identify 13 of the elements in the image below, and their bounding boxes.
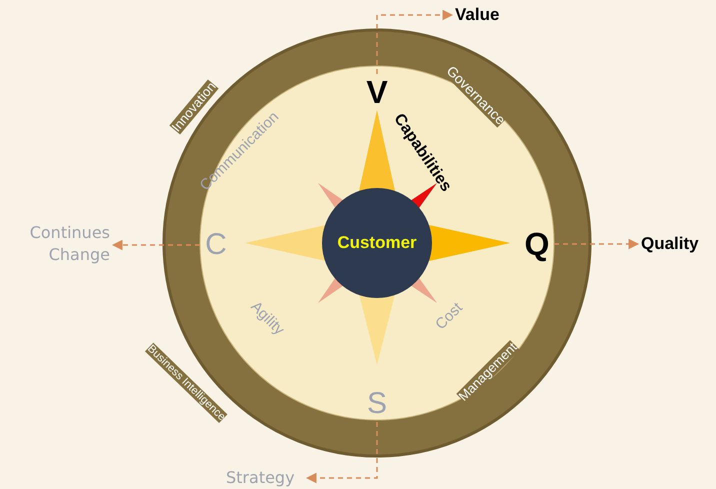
target-label: Quality: [641, 232, 711, 256]
target-label: Strategy: [226, 467, 304, 489]
target-label: Value: [455, 3, 510, 27]
dashed-arrow: [376, 10, 454, 74]
compass-letter: S: [362, 386, 392, 422]
dashed-arrow: [554, 238, 640, 250]
dashed-arrow: [306, 422, 378, 484]
sector-label: Cost: [431, 298, 467, 336]
target-label: Continues Change: [10, 222, 110, 268]
compass-letter: Q: [520, 225, 554, 263]
compass-letter: C: [200, 227, 232, 263]
dashed-arrow: [112, 240, 200, 250]
compass-letter: V: [362, 74, 392, 110]
